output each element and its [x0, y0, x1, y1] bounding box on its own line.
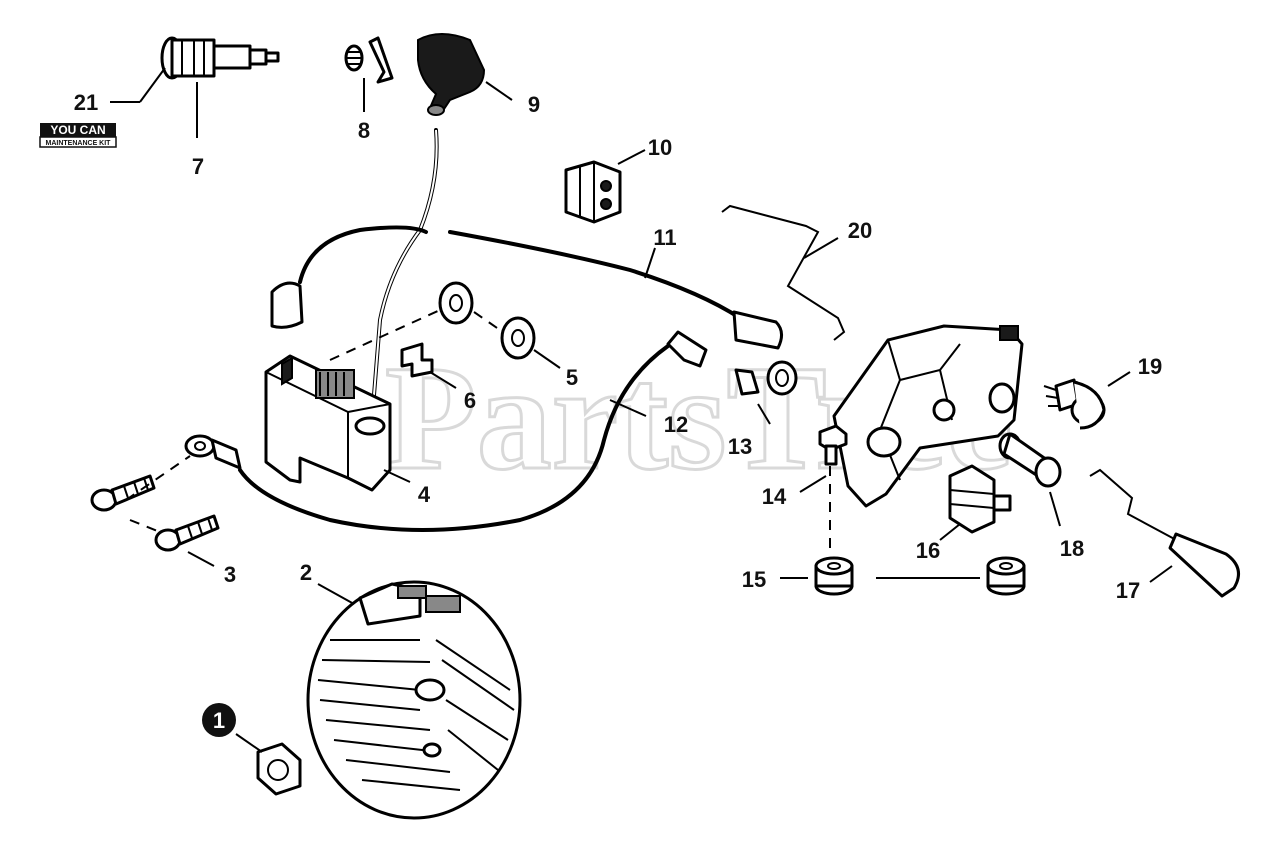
- callout-7: 7: [192, 154, 204, 179]
- lead-wire-terminal[interactable]: [666, 330, 708, 368]
- callout-3: 3: [224, 562, 236, 587]
- screw-drawing-b[interactable]: [154, 514, 220, 552]
- throttle-rod-drawing[interactable]: [1089, 468, 1240, 598]
- ground-eyelet[interactable]: [184, 434, 242, 470]
- spacer-drawing-a[interactable]: [438, 281, 474, 325]
- callout-16: 16: [916, 538, 940, 563]
- callout-19: 19: [1138, 354, 1162, 379]
- spring-drawing[interactable]: [344, 36, 394, 84]
- coil-terminal[interactable]: [270, 281, 304, 329]
- bracket-drawing[interactable]: [832, 324, 1024, 508]
- callout-6: 6: [464, 388, 476, 413]
- badge-brand: YOU CAN: [50, 123, 105, 137]
- grommet-drawing[interactable]: [564, 160, 622, 224]
- callout-2: 2: [300, 560, 312, 585]
- callout-20: 20: [848, 218, 872, 243]
- callout-15: 15: [742, 567, 766, 592]
- callout-10: 10: [648, 135, 672, 160]
- pin-drawing[interactable]: [818, 424, 848, 466]
- flywheel-drawing[interactable]: [306, 580, 522, 820]
- callout-21: 21: [74, 90, 98, 115]
- clip-drawing[interactable]: [400, 342, 434, 378]
- you-can-badge: YOU CAN MAINTENANCE KIT: [39, 123, 117, 148]
- callout-12: 12: [664, 412, 688, 437]
- fuel-fitting-drawing[interactable]: [998, 432, 1062, 488]
- terminal-drawing[interactable]: [734, 360, 798, 396]
- bushing-drawing-b[interactable]: [986, 556, 1026, 596]
- ground-wire-terminal[interactable]: [732, 310, 783, 350]
- bushing-drawing-a[interactable]: [814, 556, 854, 596]
- callout-17: 17: [1116, 578, 1140, 603]
- callout-1: 1: [213, 708, 225, 733]
- callout-14: 14: [762, 484, 787, 509]
- callout-13: 13: [728, 434, 752, 459]
- callout-8: 8: [358, 118, 370, 143]
- callout-9: 9: [528, 92, 540, 117]
- choke-rod-drawing[interactable]: [721, 204, 846, 341]
- primer-bulb-drawing[interactable]: [1043, 378, 1106, 430]
- boot-drawing[interactable]: [417, 33, 486, 116]
- ignition-coil-drawing[interactable]: [264, 354, 392, 492]
- callout-18: 18: [1060, 536, 1084, 561]
- callout-11: 11: [653, 225, 676, 250]
- spacer-drawing-b[interactable]: [500, 316, 536, 360]
- callout-4: 4: [418, 482, 431, 507]
- callout-5: 5: [566, 365, 578, 390]
- spark-plug-drawing[interactable]: [160, 36, 280, 80]
- screw-drawing-a[interactable]: [90, 474, 156, 512]
- callout-1-badge: [202, 703, 236, 737]
- flywheel-nut-drawing[interactable]: [256, 742, 302, 796]
- switch-drawing[interactable]: [948, 464, 1012, 534]
- badge-subtitle: MAINTENANCE KIT: [46, 140, 112, 147]
